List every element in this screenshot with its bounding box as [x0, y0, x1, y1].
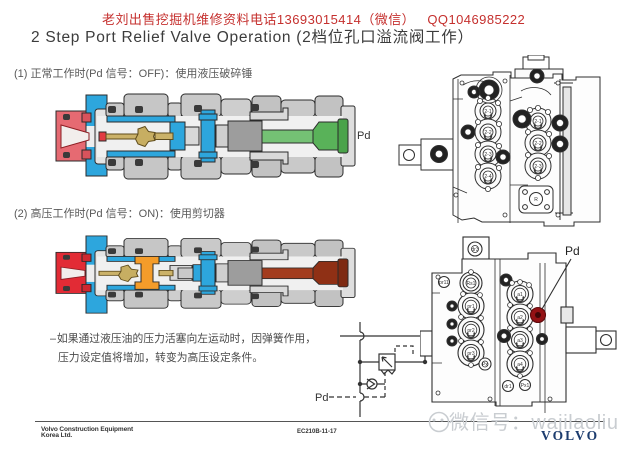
- svg-text:pr1: pr1: [467, 304, 474, 310]
- svg-text:R: R: [534, 197, 538, 203]
- svg-text:2-3: 2-3: [534, 164, 541, 170]
- svg-text:Pd: Pd: [315, 392, 328, 404]
- svg-text:2-2: 2-2: [484, 130, 491, 136]
- svg-text:2-2: 2-2: [534, 141, 541, 147]
- svg-text:Pd: Pd: [565, 244, 580, 258]
- svg-text:Px: Px: [482, 362, 488, 368]
- svg-text:2-1: 2-1: [484, 109, 491, 115]
- svg-text:2-4: 2-4: [484, 174, 491, 180]
- svg-text:2-3: 2-3: [484, 152, 491, 158]
- svg-text:a3: a3: [517, 338, 523, 344]
- svg-text:Rs1: Rs1: [467, 281, 476, 287]
- svg-text:a1: a1: [517, 292, 523, 298]
- svg-text:a4: a4: [517, 362, 523, 368]
- svg-text:dr1: dr1: [504, 384, 511, 390]
- svg-text:Px1: Px1: [521, 383, 530, 389]
- svg-text:dr3: dr3: [471, 247, 478, 253]
- svg-text:2-1: 2-1: [534, 119, 541, 125]
- svg-text:pr11: pr11: [439, 280, 449, 286]
- svg-text:pr2: pr2: [467, 328, 474, 334]
- svg-text:a2: a2: [517, 315, 523, 321]
- svg-text:Pd: Pd: [357, 130, 370, 142]
- svg-text:pr3: pr3: [467, 351, 474, 357]
